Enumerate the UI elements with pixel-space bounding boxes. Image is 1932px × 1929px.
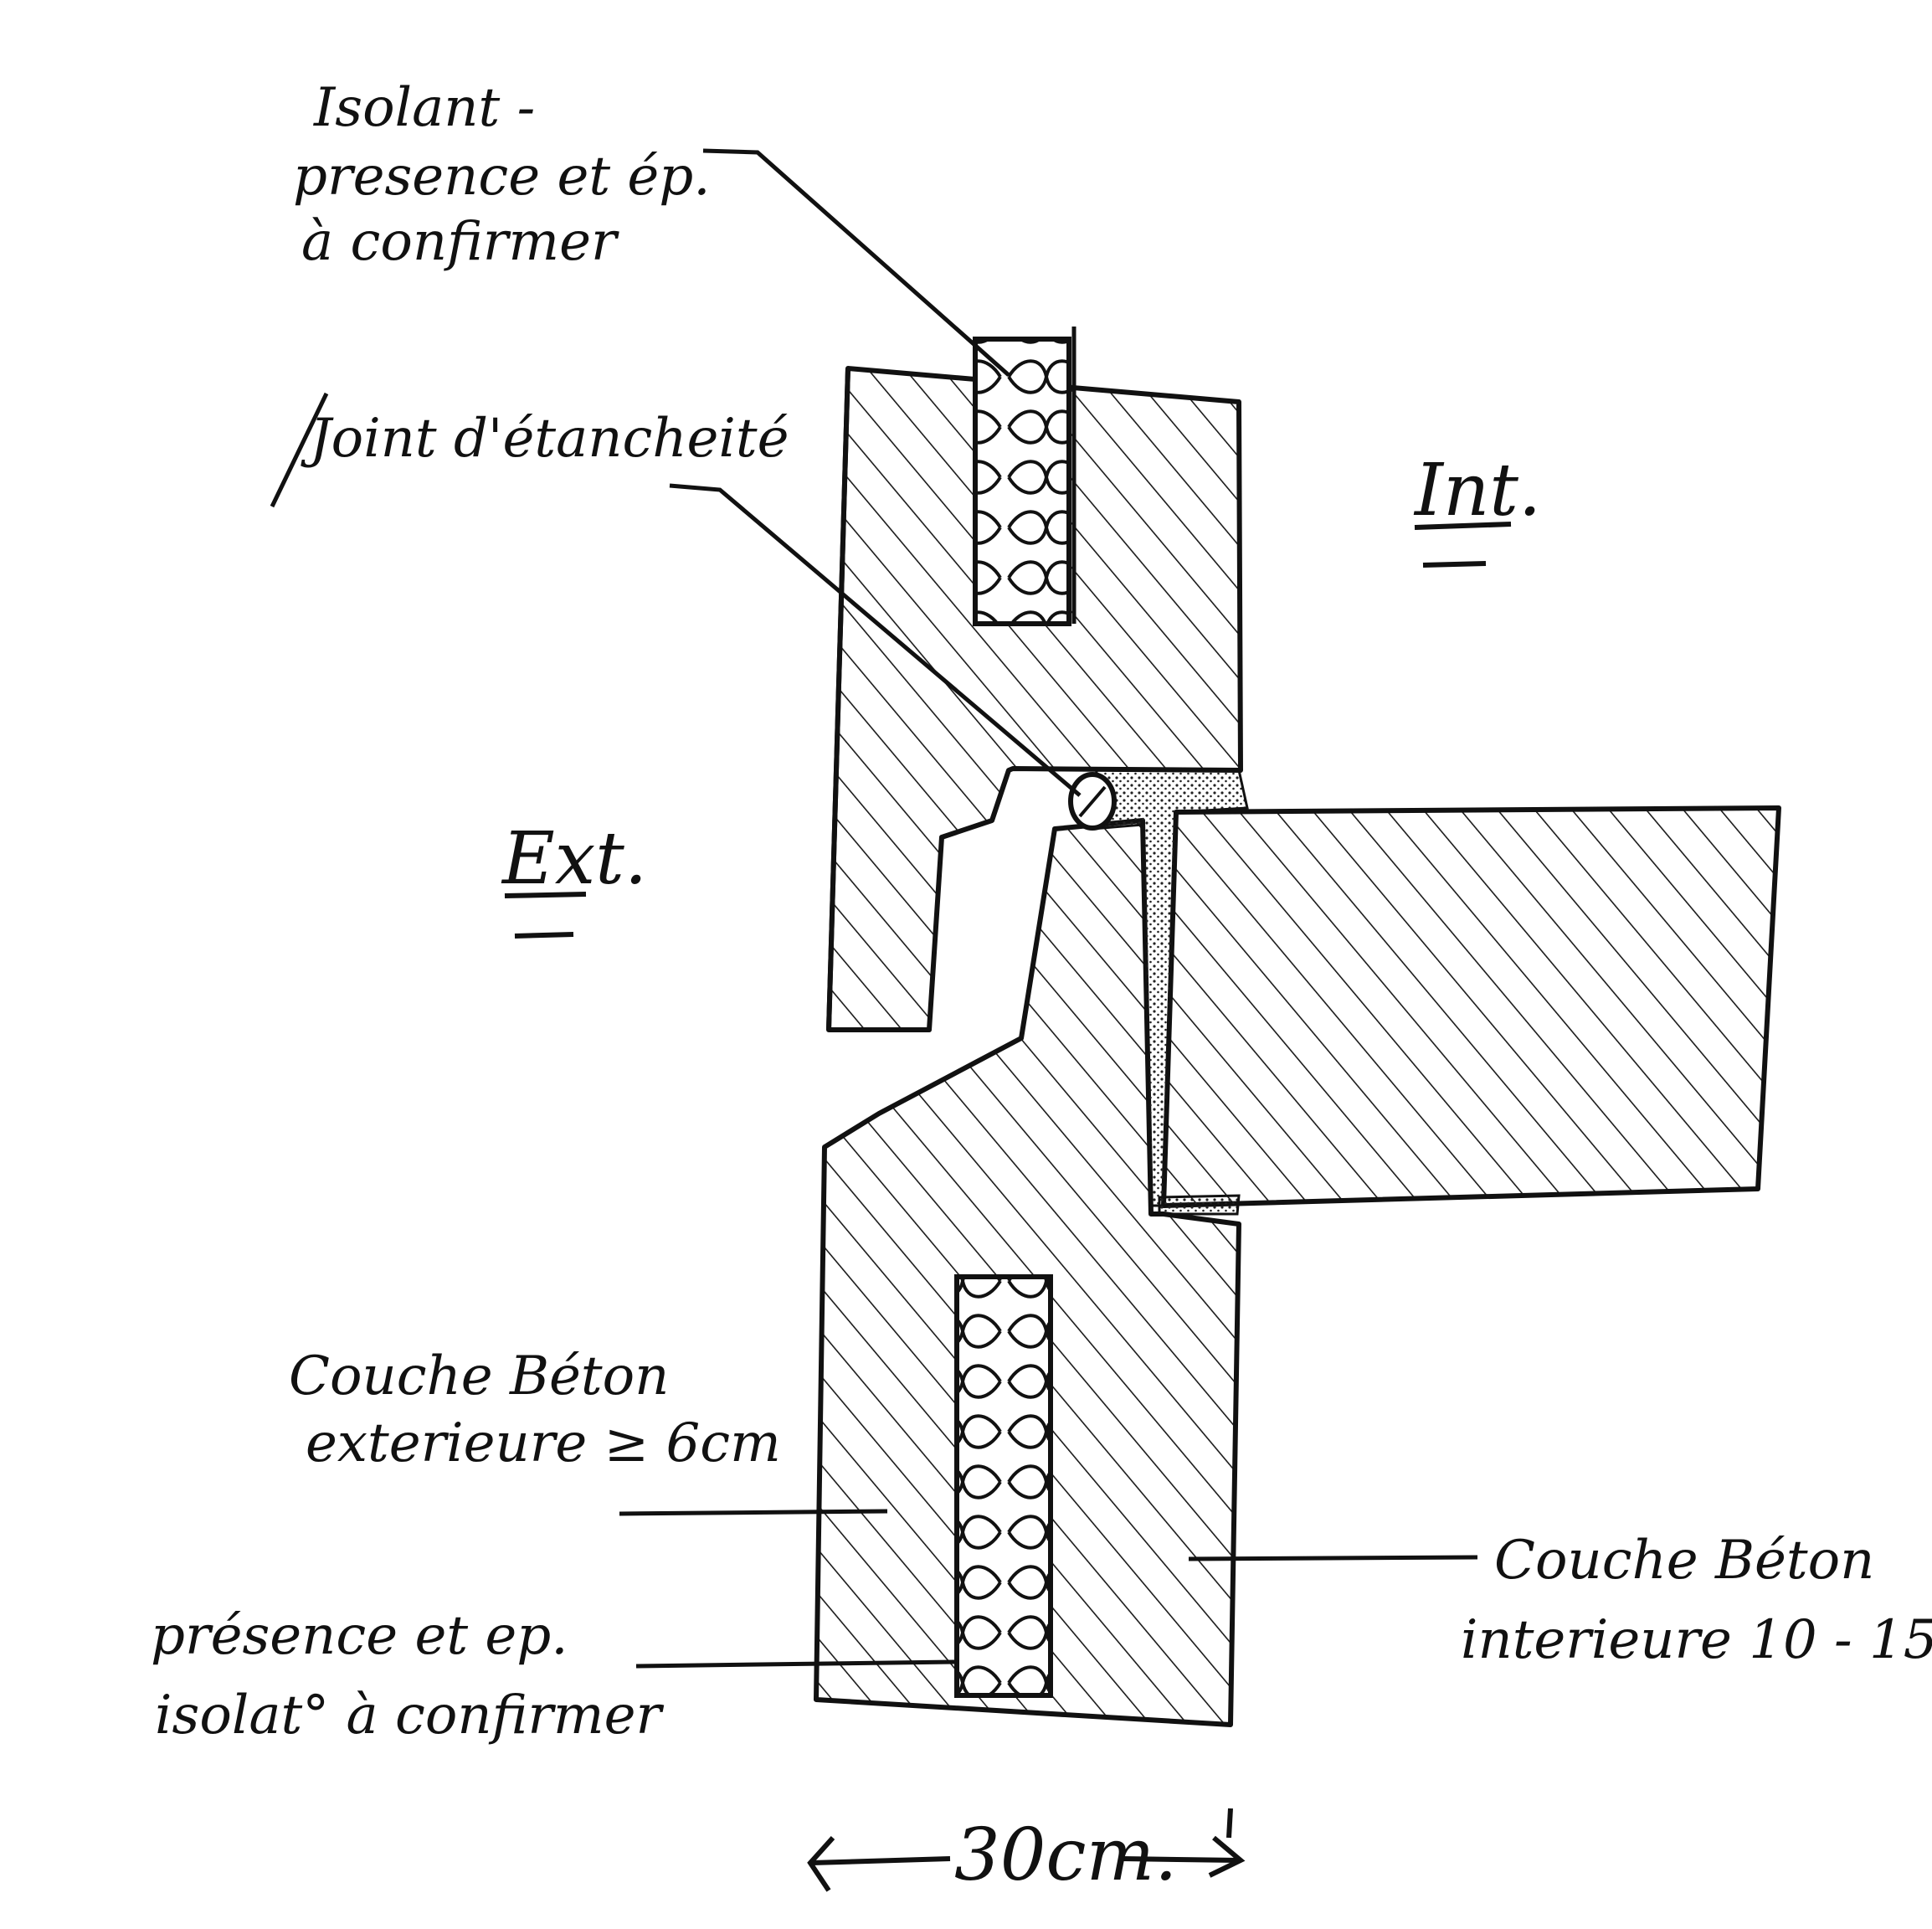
label-isolant-bottom-1: présence et ep. [151, 1605, 568, 1667]
label-couche-int-1: Couche Béton [1494, 1530, 1874, 1592]
label-isolant-bottom-2: isolat° à confirmer [155, 1685, 664, 1746]
floor-slab [1161, 805, 1781, 1208]
label-couche-ext-2: exterieure ≥ 6cm [306, 1412, 781, 1474]
insulation-bottom [954, 1274, 1053, 1698]
dimension-arrow [807, 1808, 1246, 1892]
upper-wall-panel [826, 366, 1243, 1032]
label-couche-int-2: interieure 10 - 15 cm [1461, 1609, 1932, 1671]
label-interior: Int. [1413, 449, 1541, 532]
label-dimension: 30cm. [954, 1813, 1177, 1897]
sealing-joint [1068, 772, 1117, 831]
underline-marks [504, 522, 1512, 939]
label-couche-ext-1: Couche Béton [289, 1345, 669, 1407]
insulation-top [973, 327, 1076, 626]
label-isolant-top-3: à confirmer [301, 211, 619, 273]
label-isolant-top-2: presence et ép. [293, 146, 711, 208]
label-joint: Joint d'étancheité [301, 408, 789, 470]
mortar-joint [1091, 769, 1249, 1216]
label-isolant-top-1: Isolant - [313, 77, 535, 139]
leader-lines [270, 148, 1478, 1669]
label-exterior: Ext. [501, 817, 647, 901]
